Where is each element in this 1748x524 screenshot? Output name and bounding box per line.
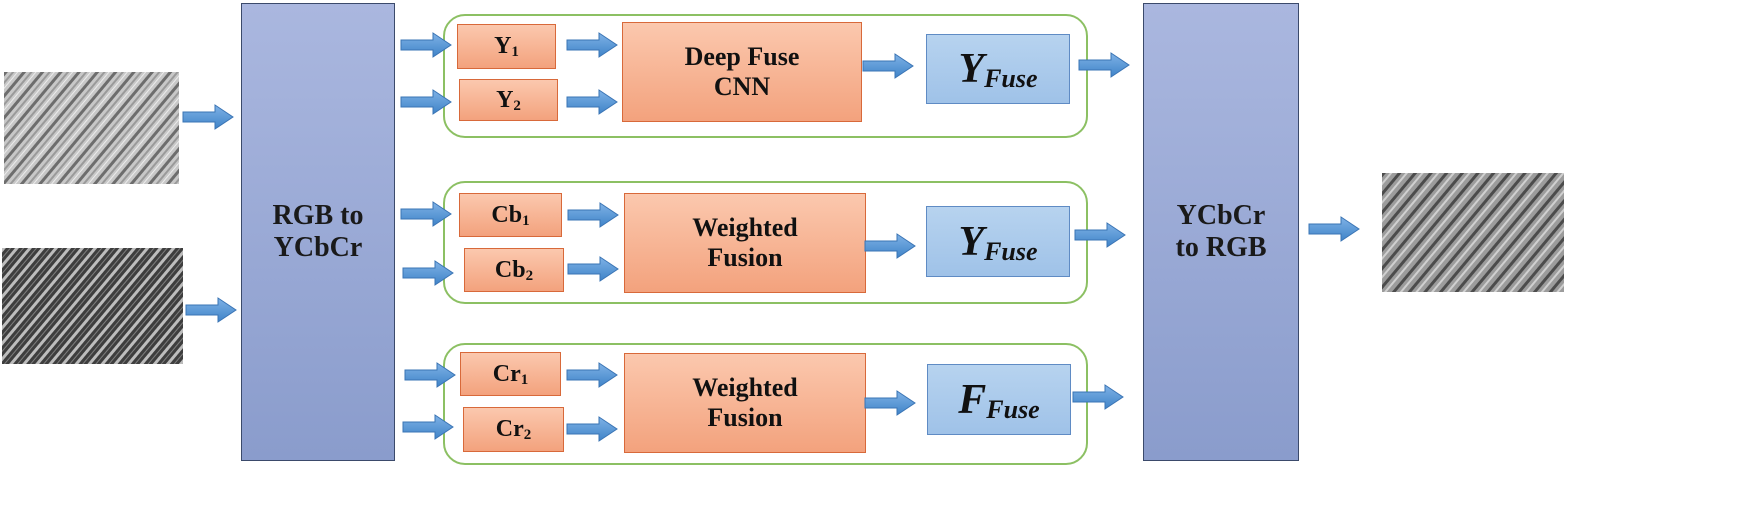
flow-arrow <box>400 201 452 227</box>
ycbcr-to-rgb-line1: YCbCr <box>1176 200 1266 231</box>
process-line1-g3: Weighted <box>692 373 798 402</box>
ycbcr-to-rgb-block: YCbCr to RGB <box>1143 3 1299 461</box>
flow-arrow <box>1074 222 1126 248</box>
deep-fuse-cnn-box: Deep Fuse CNN <box>622 22 862 122</box>
flow-arrow <box>567 202 619 228</box>
input-sub-cr2: 2 <box>523 427 532 443</box>
process-line2-g1: CNN <box>713 72 771 101</box>
rgb-to-ycbcr-line1: RGB to <box>272 200 364 231</box>
flow-arrow <box>185 297 237 323</box>
rgb-to-ycbcr-block: RGB to YCbCr <box>241 3 395 461</box>
rgb-to-ycbcr-line2: YCbCr <box>273 232 363 263</box>
flow-arrow <box>862 53 914 79</box>
output-image <box>1382 173 1564 292</box>
flow-arrow <box>400 89 452 115</box>
flow-arrow <box>402 260 454 286</box>
flow-arrow <box>400 32 452 58</box>
input-sub-cr1: 1 <box>520 371 529 388</box>
flow-arrow <box>566 416 618 442</box>
weighted-fusion-box-cb: Weighted Fusion <box>624 193 866 293</box>
flow-arrow <box>566 362 618 388</box>
input-label-cb2: Cb <box>494 256 526 283</box>
output-main-g3: F <box>958 376 987 423</box>
input-label-cb1: Cb <box>491 201 523 228</box>
flow-arrow <box>1308 216 1360 242</box>
input-label-cr2: Cr <box>495 416 524 442</box>
flow-arrow <box>864 390 916 416</box>
flow-arrow <box>402 414 454 440</box>
input-label-cr1: Cr <box>492 360 521 387</box>
flow-arrow <box>567 256 619 282</box>
weighted-fusion-box-cr: Weighted Fusion <box>624 353 866 453</box>
input-sub-cb2: 2 <box>525 267 534 284</box>
input-sub-y2: 2 <box>513 97 521 114</box>
input-label-y2: Y <box>496 86 514 113</box>
process-line2-g2: Fusion <box>707 243 783 272</box>
input-sub-y1: 1 <box>511 44 519 60</box>
flow-arrow <box>566 89 618 115</box>
input-image-2 <box>2 248 183 364</box>
output-sub-g2: Fuse <box>984 236 1038 266</box>
output-sub-g3: Fuse <box>986 394 1040 424</box>
flow-arrow <box>404 362 456 388</box>
input-sub-cb1: 1 <box>522 212 530 229</box>
flow-arrow <box>1078 52 1130 78</box>
process-line1-g2: Weighted <box>692 213 798 242</box>
flow-arrow <box>182 104 234 130</box>
flow-arrow <box>1072 384 1124 410</box>
process-line2-g3: Fusion <box>707 403 783 432</box>
input-label-y1: Y <box>494 33 512 59</box>
input-image-1 <box>4 72 179 184</box>
process-line1-g1: Deep Fuse <box>684 42 800 71</box>
flow-arrow <box>864 233 916 259</box>
output-sub-g1: Fuse <box>984 64 1038 93</box>
output-main-g2: Y <box>958 218 985 265</box>
flow-arrow <box>566 32 618 58</box>
output-main-g1: Y <box>958 46 985 92</box>
ycbcr-to-rgb-line2: to RGB <box>1175 232 1267 263</box>
